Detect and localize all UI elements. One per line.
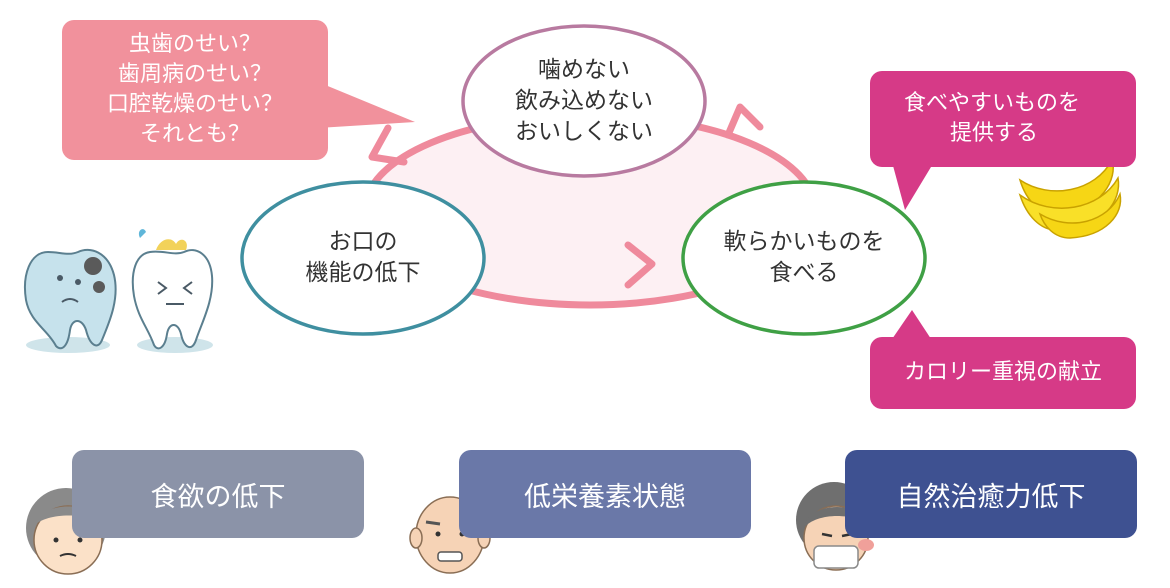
- sad-tooth-icon: [25, 250, 116, 353]
- question-line: 口腔乾燥のせい？: [107, 90, 283, 120]
- outcome-label: 低栄養素状態: [524, 475, 686, 514]
- top-node-text: 噛めない 飲み込めない おいしくない: [463, 26, 705, 176]
- top-node-line: 飲み込めない: [515, 86, 653, 117]
- question-line: それとも？: [140, 120, 250, 150]
- advice-line: カロリー重視の献立: [904, 358, 1102, 388]
- outcome-appetite-loss: 食欲の低下: [72, 450, 364, 538]
- left-node-text: お口の 機能の低下: [242, 182, 484, 334]
- advice-bubble-2: カロリー重視の献立: [870, 337, 1136, 409]
- right-node-line: 軟らかいものを: [724, 227, 885, 258]
- question-line: 歯周病のせい？: [118, 60, 272, 90]
- question-bubble: 虫歯のせい？ 歯周病のせい？ 口腔乾燥のせい？ それとも？: [62, 20, 328, 160]
- right-node-line: 食べる: [770, 258, 839, 289]
- question-line: 虫歯のせい？: [129, 30, 261, 60]
- outcome-label: 食欲の低下: [151, 475, 286, 514]
- advice-bubble-1: 食べやすいものを 提供する: [870, 71, 1136, 167]
- left-node-line: 機能の低下: [306, 258, 421, 289]
- left-node-line: お口の: [329, 227, 398, 258]
- sweating-tooth-icon: [133, 229, 213, 353]
- top-node-line: おいしくない: [515, 117, 653, 148]
- question-bubble-tail: [318, 82, 415, 128]
- outcome-healing-decline: 自然治癒力低下: [845, 450, 1137, 538]
- advice-line: 食べやすいものを: [904, 89, 1080, 119]
- advice-line: 提供する: [904, 119, 1038, 149]
- top-node-line: 噛めない: [538, 55, 630, 86]
- right-node-text: 軟らかいものを 食べる: [683, 182, 925, 334]
- outcome-label: 自然治癒力低下: [897, 475, 1086, 514]
- outcome-malnutrition: 低栄養素状態: [459, 450, 751, 538]
- arrowhead-right: [728, 107, 760, 135]
